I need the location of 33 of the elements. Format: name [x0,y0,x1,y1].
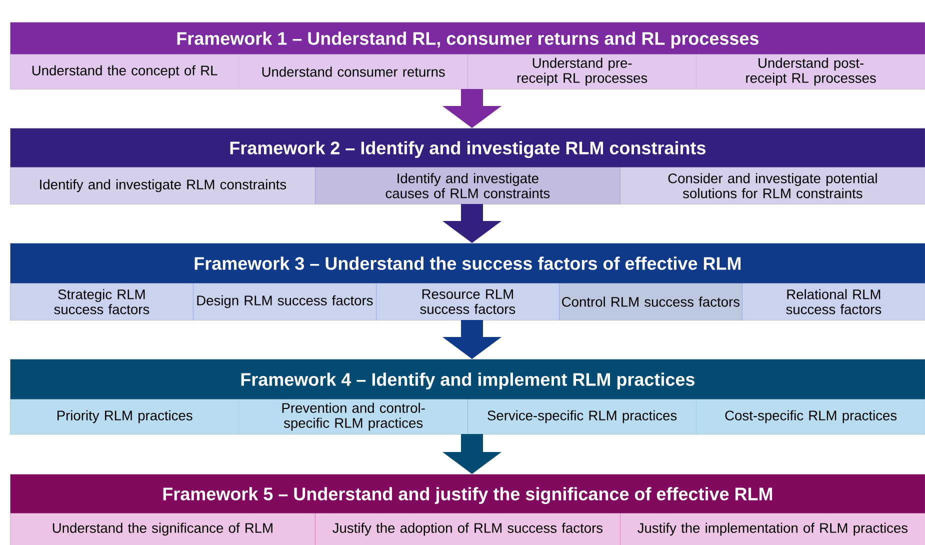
node-label: Priority RLM practices [57,410,192,424]
node-label: Resource RLM success factors [420,289,516,314]
node-label: Prevention and control-specific RLM practices [282,402,425,431]
step-cell: Justify the adoption of RLM success factors [315,513,620,545]
node-label: Understand consumer returns [262,66,445,77]
step-cell: Prevention and control-specific RLM practices [238,399,468,434]
node-label: Justify the implementation of RLM practices [638,522,908,536]
step-cell: Priority RLM practices [10,399,239,434]
step-cell: Control RLM success factors [559,283,742,320]
step-cell: Service-specific RLM practices [468,399,696,434]
node-label: Understand pre-receipt RL processes [517,58,648,86]
node-label: Design RLM success factors [197,295,373,308]
node-label: Cost-specific RLM practices [725,410,897,424]
node-label: Strategic RLM success factors [54,289,150,314]
node-label: Understand the concept of RL [32,65,218,78]
step-cell: Understand the concept of RL [10,54,239,90]
step-cell: Justify the implementation of RLM practices [620,513,925,545]
step-cell: Understand the significance of RLM [10,513,316,545]
step-cell: Identify and investigate causes of RLM constraints [315,167,620,204]
step-cell: Design RLM success factors [193,283,376,320]
node-label: Understand post-receipt RL processes [746,58,876,86]
step-cell: Resource RLM success factors [376,283,560,320]
step-cell: Understand post-receipt RL processes [696,54,925,90]
step-cell: Cost-specific RLM practices [696,399,925,434]
step-cell: Understand pre-receipt RL processes [468,54,696,90]
step-cell: Relational RLM success factors [742,283,925,320]
step-cell: Understand consumer returns [238,54,468,90]
node-label: Service-specific RLM practices [488,410,677,424]
step-cell: Identify and investigate RLM constraints [10,167,316,204]
step-cell: Consider and investigate potential solutions for RLM constraints [620,167,925,204]
node-label: Understand the significance of RLM [52,522,272,536]
node-label: Justify the adoption of RLM success factors [332,522,603,536]
step-cell: Strategic RLM success factors [10,283,194,320]
